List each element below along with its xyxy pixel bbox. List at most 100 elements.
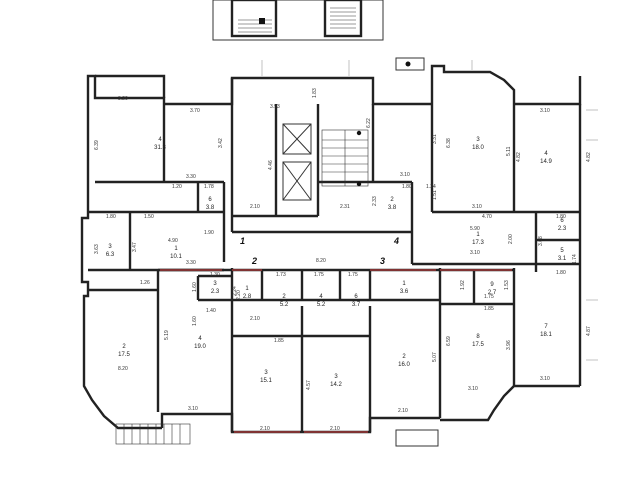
svg-text:3.31: 3.31 (432, 134, 438, 144)
svg-text:5.90: 5.90 (470, 226, 480, 232)
svg-text:3.10: 3.10 (470, 250, 480, 256)
svg-text:3.10: 3.10 (540, 376, 550, 382)
svg-text:3.63: 3.63 (94, 244, 100, 254)
room-num: 8 (476, 334, 480, 340)
svg-text:3.10: 3.10 (540, 108, 550, 114)
section-marker-2: 2 (251, 256, 257, 266)
svg-text:1.75: 1.75 (348, 272, 358, 278)
room-area: 3.1 (558, 256, 567, 262)
svg-text:2.33: 2.33 (372, 196, 378, 206)
svg-text:3.30: 3.30 (186, 260, 196, 266)
section-marker-1: 1 (240, 236, 245, 246)
central-stair (321, 129, 369, 187)
svg-text:3.10: 3.10 (468, 386, 478, 392)
room-num: 7 (544, 324, 548, 330)
room-labels: 4 31.3 3 6.3 1 10.1 6 3.8 2 17.5 4 19.0 … (106, 137, 567, 388)
room-area: 17.3 (472, 240, 484, 246)
room-area: 5.2 (280, 302, 289, 308)
svg-text:3.10: 3.10 (472, 204, 482, 210)
svg-text:2.00: 2.00 (508, 234, 514, 244)
room-num: 4 (319, 294, 323, 300)
svg-text:1.50: 1.50 (144, 214, 154, 220)
room-num: 3 (264, 370, 268, 376)
svg-text:1.40: 1.40 (206, 308, 216, 314)
room-area: 14.9 (540, 159, 552, 165)
room-num: 6 (354, 294, 358, 300)
room-num: 6 (208, 197, 212, 203)
svg-text:4.82: 4.82 (586, 152, 592, 162)
room-area: 5.2 (317, 302, 326, 308)
room-num: 9 (490, 282, 494, 288)
dimension-labels: 3.20 3.70 3.30 3.42 6.39 1.20 1.78 2.10 … (94, 88, 592, 432)
svg-text:4.82: 4.82 (516, 152, 522, 162)
svg-text:3.10: 3.10 (188, 406, 198, 412)
room-num: 6 (560, 218, 564, 224)
room-area: 10.1 (170, 254, 182, 260)
room-area: 17.5 (472, 342, 484, 348)
svg-text:4.70: 4.70 (482, 214, 492, 220)
room-num: 1 (174, 246, 178, 252)
svg-text:1.60: 1.60 (192, 282, 198, 292)
svg-text:1.74: 1.74 (572, 254, 578, 264)
svg-text:1.80: 1.80 (556, 270, 566, 276)
svg-text:2.10: 2.10 (260, 426, 270, 432)
window-markers (160, 269, 512, 433)
svg-text:1.30: 1.30 (210, 272, 220, 278)
svg-text:8.20: 8.20 (316, 258, 326, 264)
svg-text:5.11: 5.11 (506, 146, 512, 156)
room-area: 2.8 (243, 294, 252, 300)
svg-text:2.20: 2.20 (236, 290, 242, 300)
room-area: 17.5 (118, 352, 130, 358)
svg-text:1.90: 1.90 (204, 230, 214, 236)
elevator-shafts (282, 123, 312, 201)
top-right-balcony (395, 57, 425, 71)
svg-text:1.53: 1.53 (504, 280, 510, 290)
room-num: 4 (158, 137, 162, 143)
room-num: 5 (560, 248, 564, 254)
room-area: 18.1 (540, 332, 552, 338)
room-num: 2 (402, 354, 406, 360)
top-stair-block (212, 0, 384, 41)
svg-text:3.93: 3.93 (270, 104, 280, 110)
room-num: 2 (390, 197, 394, 203)
room-area: 3.8 (206, 205, 215, 211)
svg-text:1.85: 1.85 (484, 306, 494, 312)
room-num: 4 (544, 151, 548, 157)
room-area: 2.3 (558, 226, 567, 232)
bottom-left-stair (115, 423, 191, 445)
room-area: 16.0 (398, 362, 410, 368)
outer-walls (80, 64, 582, 434)
svg-text:3.20: 3.20 (118, 96, 128, 102)
room-area: 15.1 (260, 378, 272, 384)
room-area: 31.3 (154, 145, 166, 151)
svg-text:3.47: 3.47 (132, 242, 138, 252)
svg-text:4.90: 4.90 (168, 238, 178, 244)
room-area: 18.0 (472, 145, 484, 151)
svg-text:1.75: 1.75 (314, 272, 324, 278)
svg-text:4.46: 4.46 (268, 160, 274, 170)
svg-text:3.08: 3.08 (538, 236, 544, 246)
svg-text:1.83: 1.83 (312, 88, 318, 98)
svg-text:1.60: 1.60 (192, 316, 198, 326)
svg-text:2.24: 2.24 (232, 286, 238, 296)
svg-text:2.10: 2.10 (398, 408, 408, 414)
svg-text:6.38: 6.38 (446, 138, 452, 148)
svg-text:6.39: 6.39 (94, 140, 100, 150)
svg-text:1.92: 1.92 (460, 280, 466, 290)
room-num: 3 (334, 374, 338, 380)
svg-text:2.10: 2.10 (330, 426, 340, 432)
svg-text:2.10: 2.10 (250, 316, 260, 322)
room-num: 4 (198, 336, 202, 342)
svg-text:6.59: 6.59 (446, 336, 452, 346)
svg-text:1.51: 1.51 (432, 190, 438, 200)
room-area: 2.3 (211, 289, 220, 295)
svg-text:2.31: 2.31 (340, 204, 350, 210)
bottom-right-balcony (395, 429, 439, 447)
svg-text:3.96: 3.96 (506, 340, 512, 350)
svg-text:3.30: 3.30 (186, 174, 196, 180)
room-num: 1 (245, 286, 249, 292)
section-marker-3: 3 (380, 256, 385, 266)
room-area: 6.3 (106, 252, 115, 258)
grid-lines (261, 60, 598, 361)
room-num: 1 (476, 232, 480, 238)
